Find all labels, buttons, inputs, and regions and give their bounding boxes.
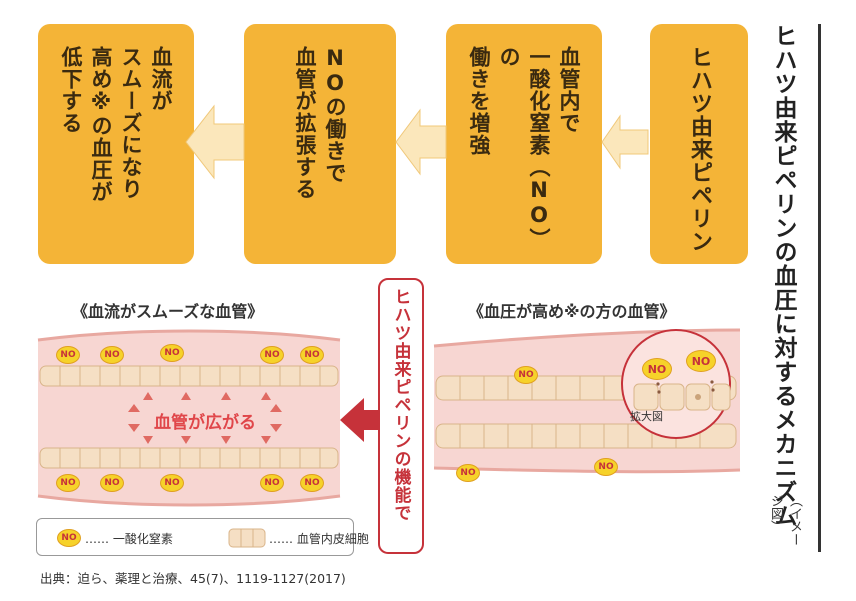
flow-box-no-enhance: 血管内で 一酸化窒素（NO）の 働きを増強 [446,24,602,264]
legend-no-desc: …… 一酸化窒素 [85,532,173,546]
arrow-left-icon [395,108,447,176]
legend: NO …… 一酸化窒素 …… 血管内皮細胞 [36,518,369,556]
no-molecule-icon: NO [160,474,184,492]
no-molecule-icon: NO [100,474,124,492]
page-subtitle: （イメージ図） [768,494,802,546]
arrow-left-icon [601,114,649,170]
no-molecule-icon: NO [56,474,80,492]
no-molecule-icon: NO [260,474,284,492]
healthy-vessel [37,329,341,507]
zoom-label: 拡大図 [630,410,663,423]
footnote: 出典：迫ら、薬理と治療、45(7)、1119-1127(2017) [40,571,346,586]
flow-box-piperine-text: ヒハツ由来ピペリン [687,46,712,253]
title-divider [818,24,821,552]
endothelial-cell-icon [228,528,266,548]
left-section-title: 《血流がスムーズな血管》 [72,302,264,321]
no-molecule-icon: NO [300,346,324,364]
arrow-left-icon [340,398,378,442]
flow-box-dilation-text: NOの働きで 血管が拡張する [293,46,347,200]
title-area: ヒハツ由来ピペリンの血圧に対するメカニズム （イメージ図） [766,24,810,549]
flow-box-result: 血流が スムーズになり 高め※の血圧が 低下する [38,24,194,264]
flow-box-piperine: ヒハツ由来ピペリン [650,24,748,264]
no-molecule-icon: NO [594,458,618,476]
narrow-vessel [433,328,741,474]
no-molecule-icon: NO [260,346,284,364]
no-molecule-icon: NO [56,346,80,364]
right-section-title: 《血圧が高め※の方の血管》 [468,302,676,321]
function-label: ヒハツ由来ピペリンの機能で [390,288,411,522]
vessel-dilate-label: 血管が広がる [154,413,256,433]
no-molecule-icon: NO [100,346,124,364]
no-molecule-icon: NO [642,358,672,380]
arrow-left-icon [185,104,245,180]
flow-box-no-enhance-text: 血管内で 一酸化窒素（NO）の 働きを増強 [467,46,581,250]
function-label-box: ヒハツ由来ピペリンの機能で [378,278,424,554]
no-molecule-icon: NO [686,350,716,372]
flow-box-dilation: NOの働きで 血管が拡張する [244,24,396,264]
no-molecule-icon: NO [57,529,81,547]
no-molecule-icon: NO [160,344,184,362]
no-molecule-icon: NO [514,366,538,384]
page-title: ヒハツ由来ピペリンの血圧に対するメカニズム [770,24,796,528]
legend-cell-desc: …… 血管内皮細胞 [269,532,369,546]
flow-box-result-text: 血流が スムーズになり 高め※の血圧が 低下する [59,46,173,203]
no-molecule-icon: NO [300,474,324,492]
no-molecule-icon: NO [456,464,480,482]
